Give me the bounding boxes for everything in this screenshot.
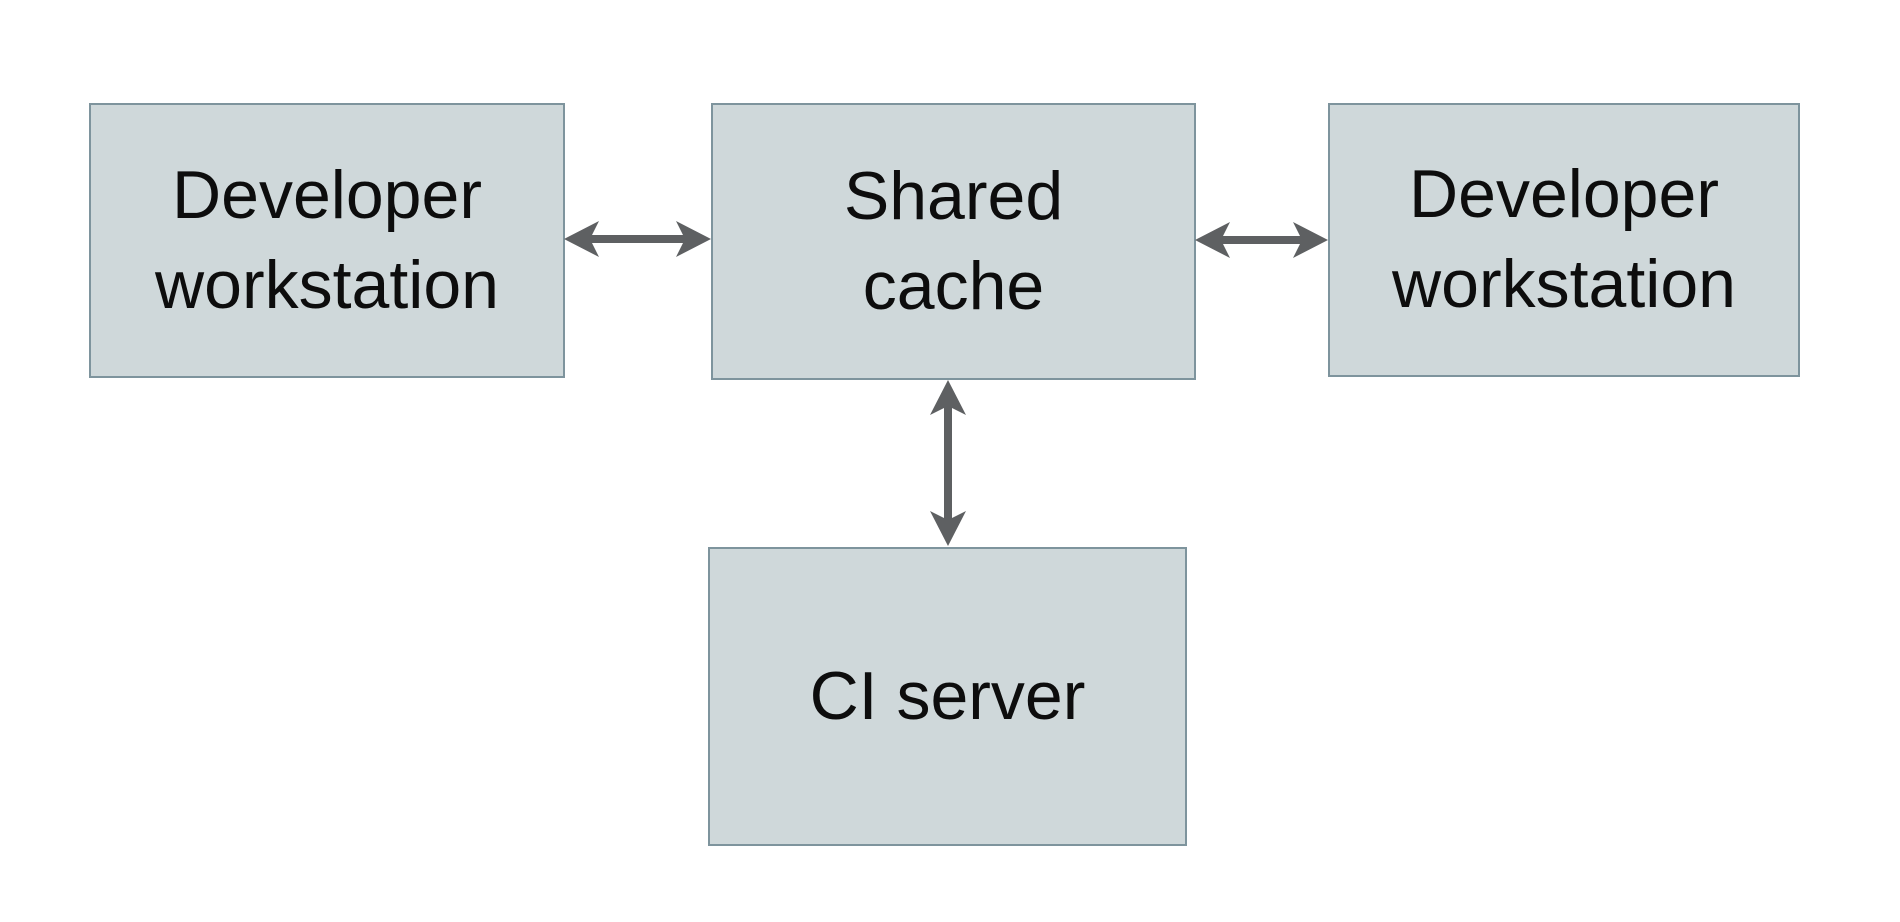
double-arrow-icon-vertical <box>930 380 966 546</box>
node-label: Shared cache <box>844 152 1063 332</box>
node-developer-workstation-right: Developer workstation <box>1328 103 1800 377</box>
node-developer-workstation-left: Developer workstation <box>89 103 565 378</box>
double-arrow-icon-right-horizontal <box>1195 222 1328 258</box>
node-shared-cache: Shared cache <box>711 103 1196 380</box>
node-label-line: workstation <box>1392 246 1736 322</box>
node-label-line: CI server <box>809 657 1086 734</box>
node-label-line: workstation <box>155 246 499 323</box>
node-label: Developer workstation <box>1392 150 1736 330</box>
node-label-line: cache <box>862 247 1045 324</box>
double-arrow-icon-left-horizontal <box>564 221 711 257</box>
node-label-line: Developer <box>172 156 482 233</box>
node-label: Developer workstation <box>155 151 499 331</box>
node-label-line: Shared <box>843 157 1064 234</box>
node-label: CI server <box>810 652 1086 742</box>
node-label-line: Developer <box>1409 156 1719 233</box>
node-ci-server: CI server <box>708 547 1187 846</box>
